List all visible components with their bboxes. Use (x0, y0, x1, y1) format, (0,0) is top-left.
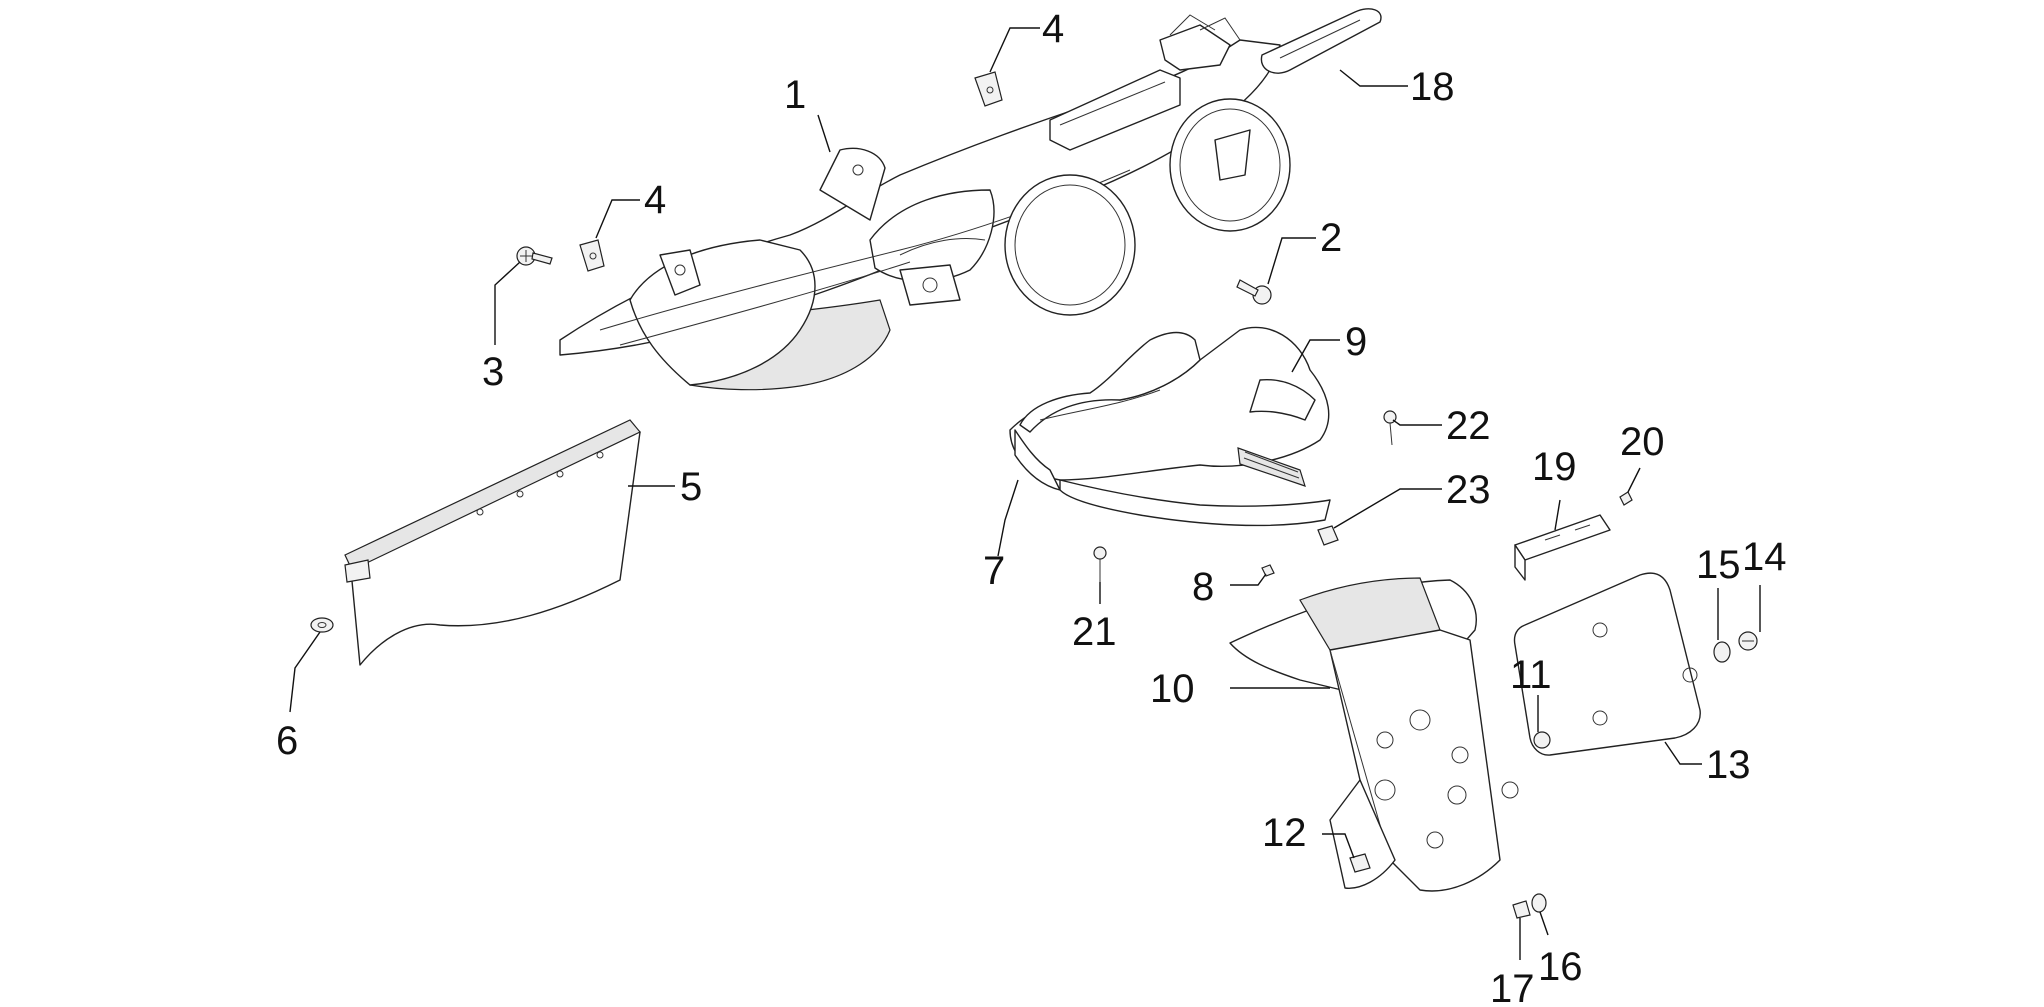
part-23-nut (1317, 525, 1339, 546)
part-20-screw (1619, 491, 1633, 506)
callout-7: 7 (983, 549, 1005, 593)
leader-lines (289, 27, 1761, 960)
part-8-screw (1261, 564, 1275, 577)
part-11-screw (1533, 731, 1551, 749)
part-21-bolt (1093, 546, 1107, 582)
callout-4-top: 4 (1042, 7, 1064, 51)
callout-2: 2 (1320, 216, 1342, 260)
part-1-rear-cover (559, 14, 1291, 391)
part-7-bracket (1014, 429, 1061, 491)
part-14-screw (1738, 631, 1758, 651)
callout-1: 1 (784, 73, 806, 117)
part-19-bracket (1514, 514, 1611, 581)
callout-3: 3 (482, 350, 504, 394)
callout-labels: 1 4 18 4 2 3 9 22 5 23 19 20 7 8 21 15 1… (276, 7, 1787, 1007)
callout-9: 9 (1345, 320, 1367, 364)
part-5-side-panel (344, 419, 641, 666)
part-4-clip-top (974, 71, 1003, 107)
callout-11: 11 (1510, 653, 1552, 697)
part-17-nut (1512, 900, 1531, 919)
callout-22: 22 (1446, 404, 1491, 448)
part-10-mudguard (1229, 577, 1519, 892)
callout-10: 10 (1150, 667, 1195, 711)
part-12-nut (1349, 853, 1371, 873)
callout-6: 6 (276, 719, 298, 763)
callout-5: 5 (680, 465, 702, 509)
callout-20: 20 (1620, 420, 1665, 464)
callout-16: 16 (1538, 945, 1583, 989)
callout-14: 14 (1742, 535, 1787, 579)
callout-17: 17 (1490, 967, 1535, 1007)
part-18-strip (1260, 8, 1382, 74)
part-15-washer (1713, 641, 1731, 663)
callout-23: 23 (1446, 468, 1491, 512)
callout-12: 12 (1262, 811, 1307, 855)
callout-8: 8 (1192, 565, 1214, 609)
callout-13: 13 (1706, 743, 1751, 787)
callout-19: 19 (1532, 445, 1577, 489)
part-2-screw (1236, 279, 1272, 305)
part-9-inner-fender (1009, 326, 1331, 527)
part-4-clip-left (579, 239, 605, 272)
part-16-washer (1531, 893, 1547, 913)
callout-4-left: 4 (644, 178, 666, 222)
callout-21: 21 (1072, 610, 1117, 654)
part-6-washer (310, 617, 334, 633)
callout-18: 18 (1410, 65, 1455, 109)
callout-15: 15 (1696, 543, 1741, 587)
part-3-screw (516, 246, 553, 266)
part-22-screw (1383, 410, 1397, 446)
part-13-plate (1513, 572, 1701, 756)
